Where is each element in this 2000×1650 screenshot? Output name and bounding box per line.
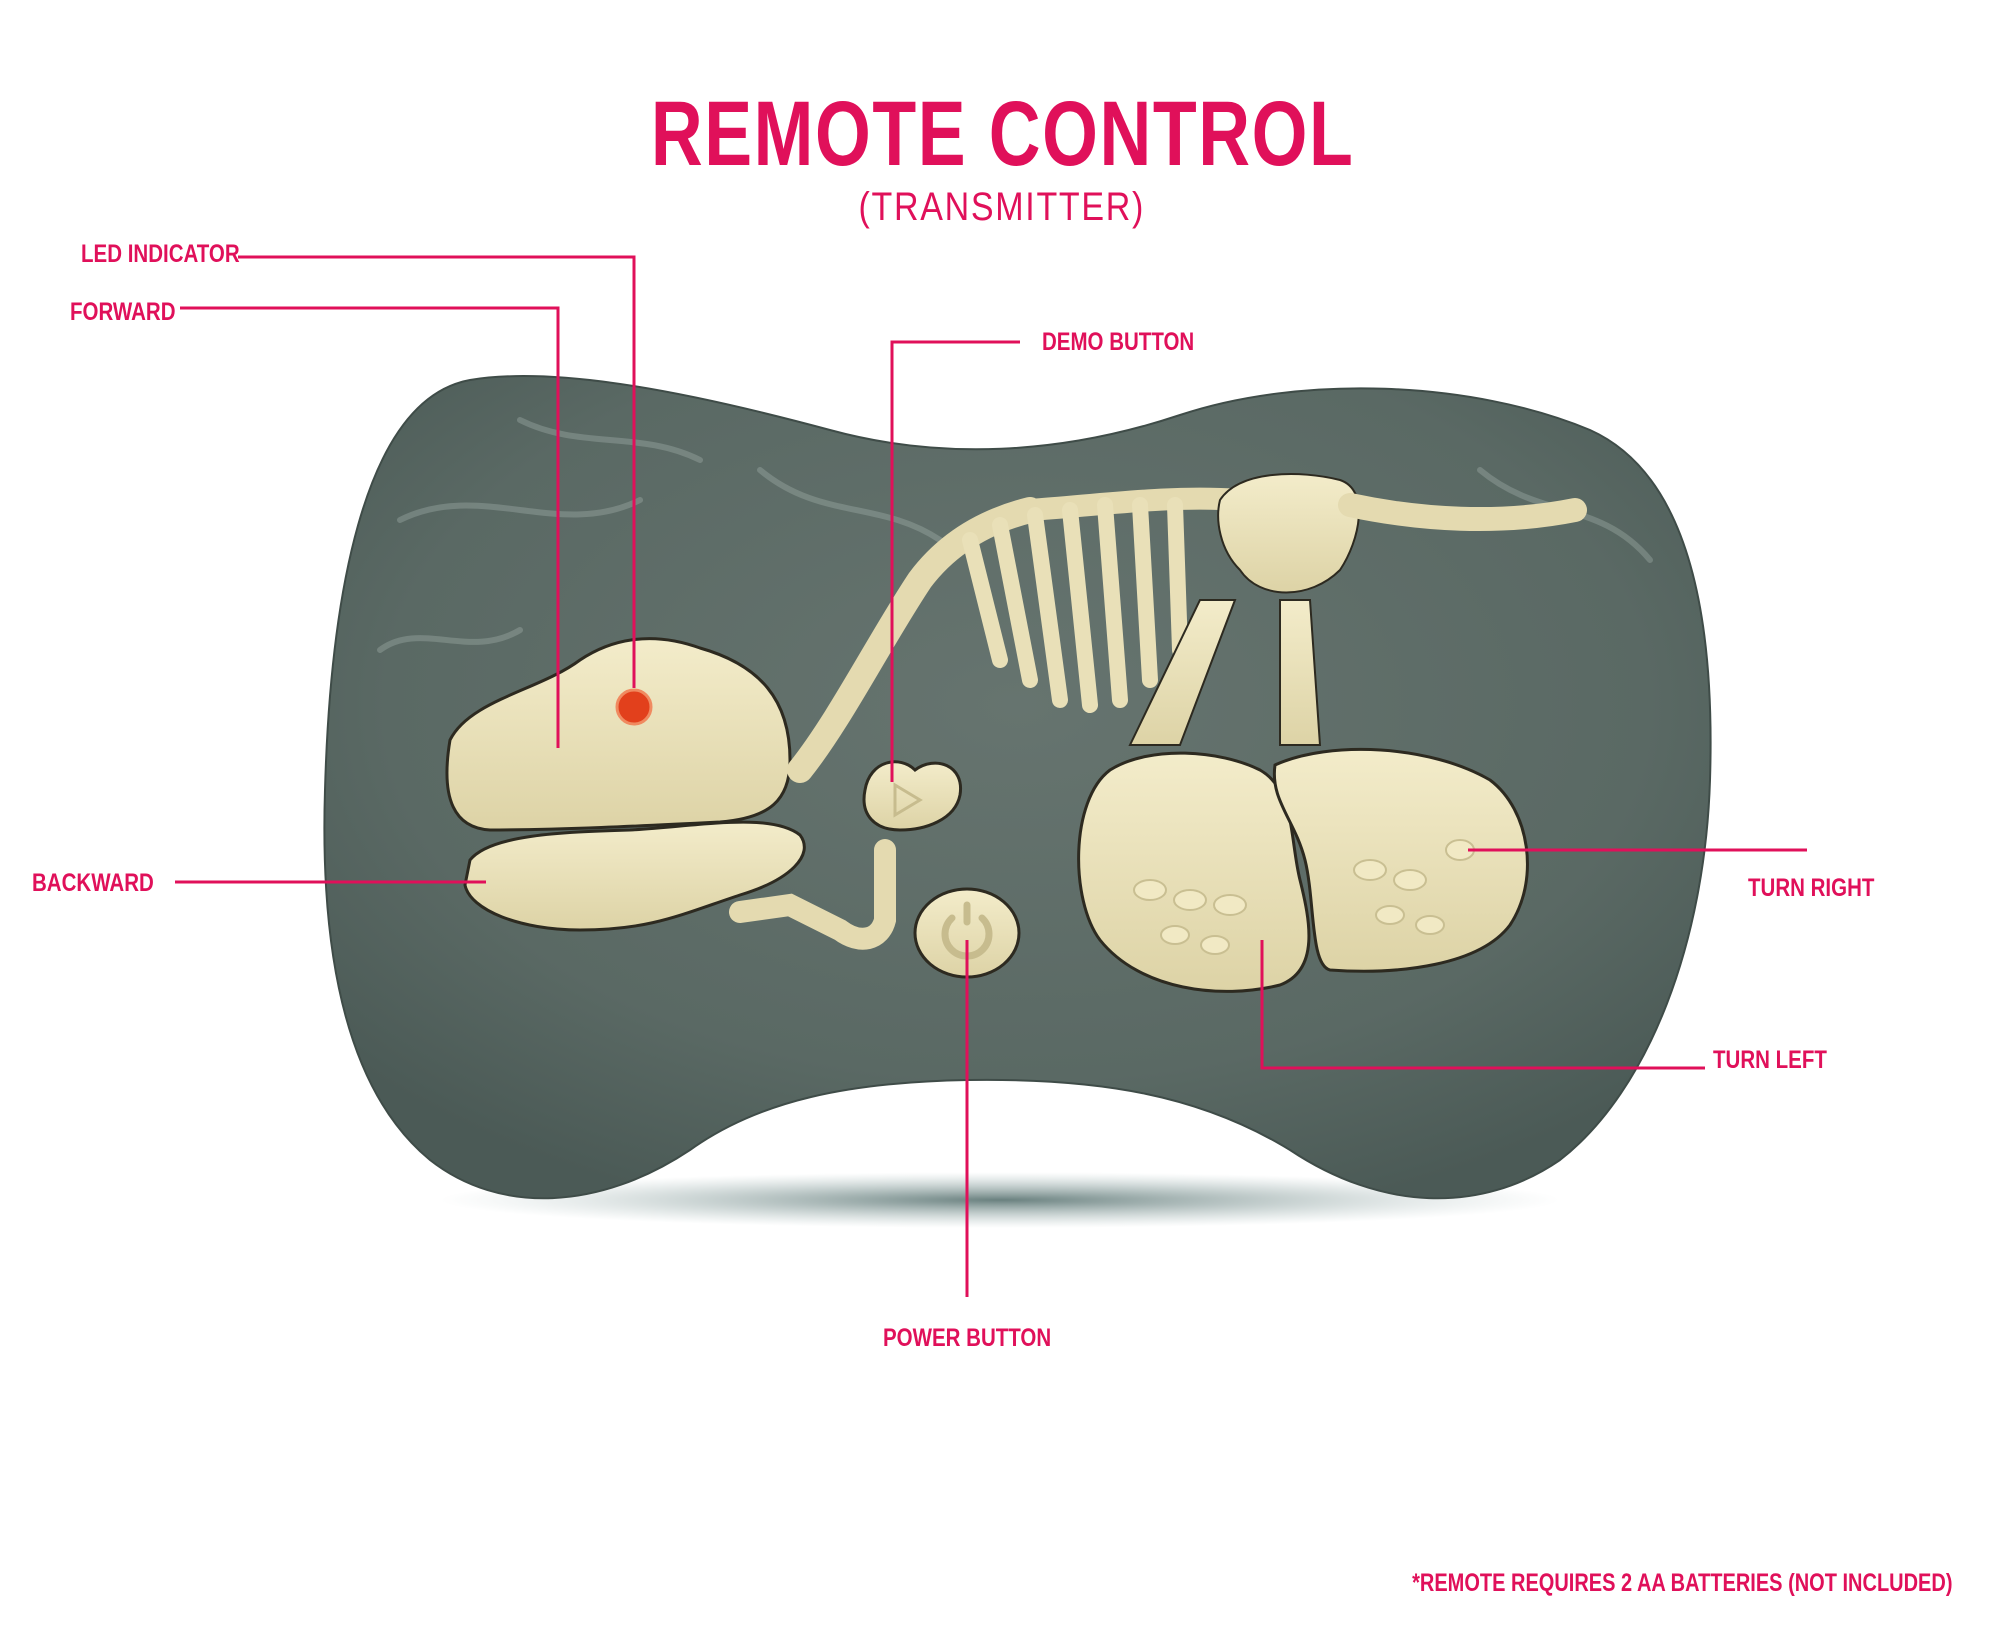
label-forward: FORWARD [70,298,176,326]
led-indicator-dot [615,688,653,726]
label-demo-button: DEMO BUTTON [1042,328,1195,356]
neck-bones [787,497,1043,783]
leg-bone-1 [1128,599,1237,746]
arm-bones [729,839,896,950]
label-turn-left: TURN LEFT [1713,1046,1827,1074]
label-led-indicator: LED INDICATOR [81,240,240,268]
jaw-backward-button [463,820,806,932]
remote-body [323,375,1712,1200]
battery-footnote: *REMOTE REQUIRES 2 AA BATTERIES (NOT INC… [1411,1569,1952,1597]
led-indicator-leader [238,255,636,688]
forward-leader [180,306,560,748]
tail-bones [1338,493,1587,532]
page-subtitle: (TRANSMITTER) [858,185,1146,229]
label-power-button: POWER BUTTON [883,1324,1052,1352]
ribs [962,497,1188,713]
callout-lines [175,255,1807,1297]
demo-button-leader [890,340,1020,782]
turn-left-leader [1260,940,1705,1070]
turn-right-button-shape [1272,747,1529,973]
play-triangle-icon [893,782,923,818]
leg-bone-2 [1279,599,1322,746]
skull-forward-button [445,637,792,832]
turn-left-button-shape [1077,751,1311,993]
ground-shadow [440,1172,1560,1228]
toe-bones [1133,839,1475,955]
page-title: REMOTE CONTROL [650,83,1355,185]
label-turn-right: TURN RIGHT [1748,874,1875,902]
label-backward: BACKWARD [32,869,154,897]
hip-bone [1217,473,1360,594]
